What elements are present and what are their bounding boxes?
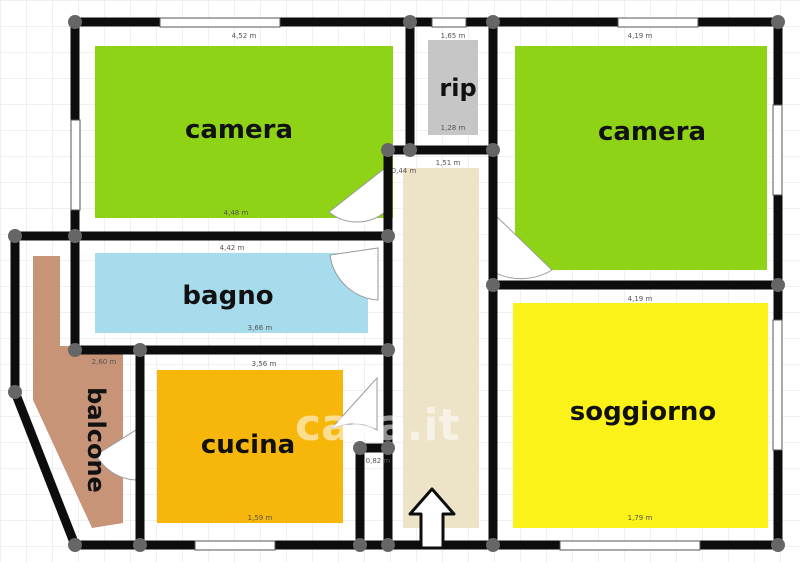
dimension-label: 0,44 m [392, 167, 417, 175]
dimension-label: 1,65 m [441, 32, 466, 40]
room-label-bagno: bagno [182, 281, 273, 311]
room-bagno [95, 253, 368, 333]
room-soggiorno [513, 303, 768, 528]
watermark-text: casa.it [295, 400, 459, 451]
room-cucina [157, 370, 343, 523]
dimension-label: 3,66 m [248, 324, 273, 332]
door-swing [328, 166, 386, 223]
dimension-label: 1,79 m [628, 514, 653, 522]
door-swing [329, 376, 378, 431]
room-label-balcone: balcone [82, 387, 110, 493]
room-camera-right [515, 46, 767, 270]
dimension-label: 3,56 m [252, 360, 277, 368]
dimension-label: 2,60 m [92, 358, 117, 366]
dimension-label: 4,42 m [220, 244, 245, 252]
dimension-label: 4,19 m [628, 295, 653, 303]
windows [70, 17, 783, 551]
dimension-label: 0,82 m [366, 457, 391, 465]
wall-joints [8, 15, 785, 552]
room-label-soggiorno: soggiorno [570, 397, 717, 427]
room-label-rip: rip [439, 74, 476, 102]
room-camera-left [95, 46, 393, 218]
room-label-camera-right: camera [598, 117, 706, 147]
dimension-label: 1,28 m [441, 124, 466, 132]
entrance-arrow-icon [408, 487, 456, 550]
room-label-cucina: cucina [201, 430, 295, 460]
room-label-camera-left: camera [185, 115, 293, 145]
dimension-label: 1,59 m [248, 514, 273, 522]
dimension-label: 4,19 m [628, 32, 653, 40]
dimension-label: 4,52 m [232, 32, 257, 40]
dimension-label: 4,48 m [224, 209, 249, 217]
room-corridor [403, 168, 479, 528]
door-swing [329, 247, 379, 301]
room-rip [428, 40, 478, 135]
door-swing [95, 429, 137, 481]
dimension-label: 1,51 m [436, 159, 461, 167]
